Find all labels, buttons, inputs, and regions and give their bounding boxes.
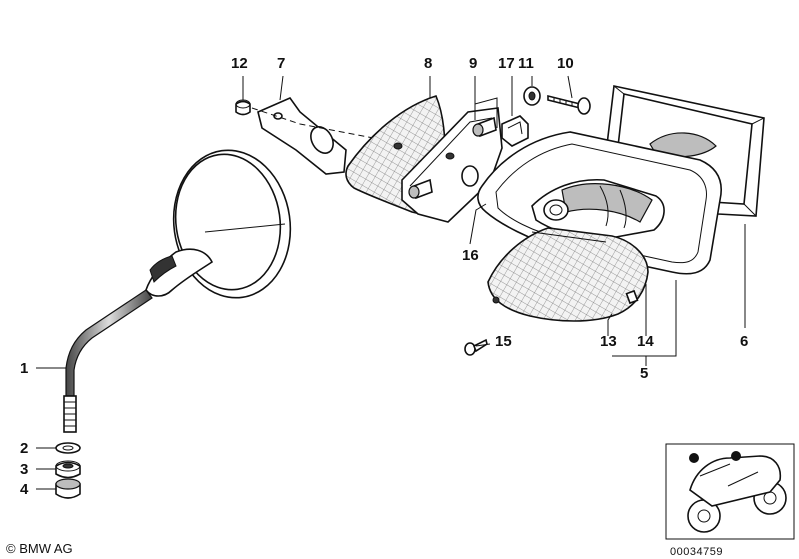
nut-part-12 bbox=[235, 99, 251, 116]
bracket-part-7 bbox=[257, 97, 347, 175]
washer-part-2 bbox=[55, 442, 81, 454]
copyright-label: © BMW AG bbox=[6, 541, 73, 556]
motorcycle-thumbnail-icon bbox=[665, 443, 795, 540]
assembly-line bbox=[251, 107, 385, 141]
callout-17: 17 bbox=[498, 55, 515, 72]
callout-14: 14 bbox=[637, 333, 654, 350]
callout-labels: 12 7 8 9 17 11 10 16 15 13 14 5 6 1 2 3 … bbox=[20, 55, 748, 498]
callout-8: 8 bbox=[424, 55, 432, 72]
screw-part-10 bbox=[547, 94, 591, 115]
callout-7: 7 bbox=[277, 55, 285, 72]
callout-2: 2 bbox=[20, 440, 28, 457]
mirror-icon bbox=[63, 149, 292, 433]
leader-lines bbox=[36, 75, 746, 490]
callout-16: 16 bbox=[462, 247, 479, 264]
callout-12: 12 bbox=[231, 55, 248, 72]
callout-3: 3 bbox=[20, 461, 28, 478]
nut-part-3 bbox=[55, 460, 81, 479]
callout-15: 15 bbox=[495, 333, 512, 350]
callout-13: 13 bbox=[600, 333, 617, 350]
indicator-lens-part-13 bbox=[487, 227, 649, 322]
callout-11: 11 bbox=[518, 55, 534, 72]
callout-6: 6 bbox=[740, 333, 748, 350]
diagram-reference-number: 00034759 bbox=[670, 546, 723, 558]
clip-part-17 bbox=[501, 115, 529, 147]
callout-9: 9 bbox=[469, 55, 477, 72]
washer-part-11 bbox=[523, 86, 541, 106]
callout-10: 10 bbox=[557, 55, 574, 72]
callout-1: 1 bbox=[20, 360, 28, 377]
callout-5: 5 bbox=[640, 365, 648, 382]
screw-part-15 bbox=[464, 338, 488, 356]
cap-part-4 bbox=[55, 478, 81, 499]
callout-4: 4 bbox=[20, 481, 29, 498]
